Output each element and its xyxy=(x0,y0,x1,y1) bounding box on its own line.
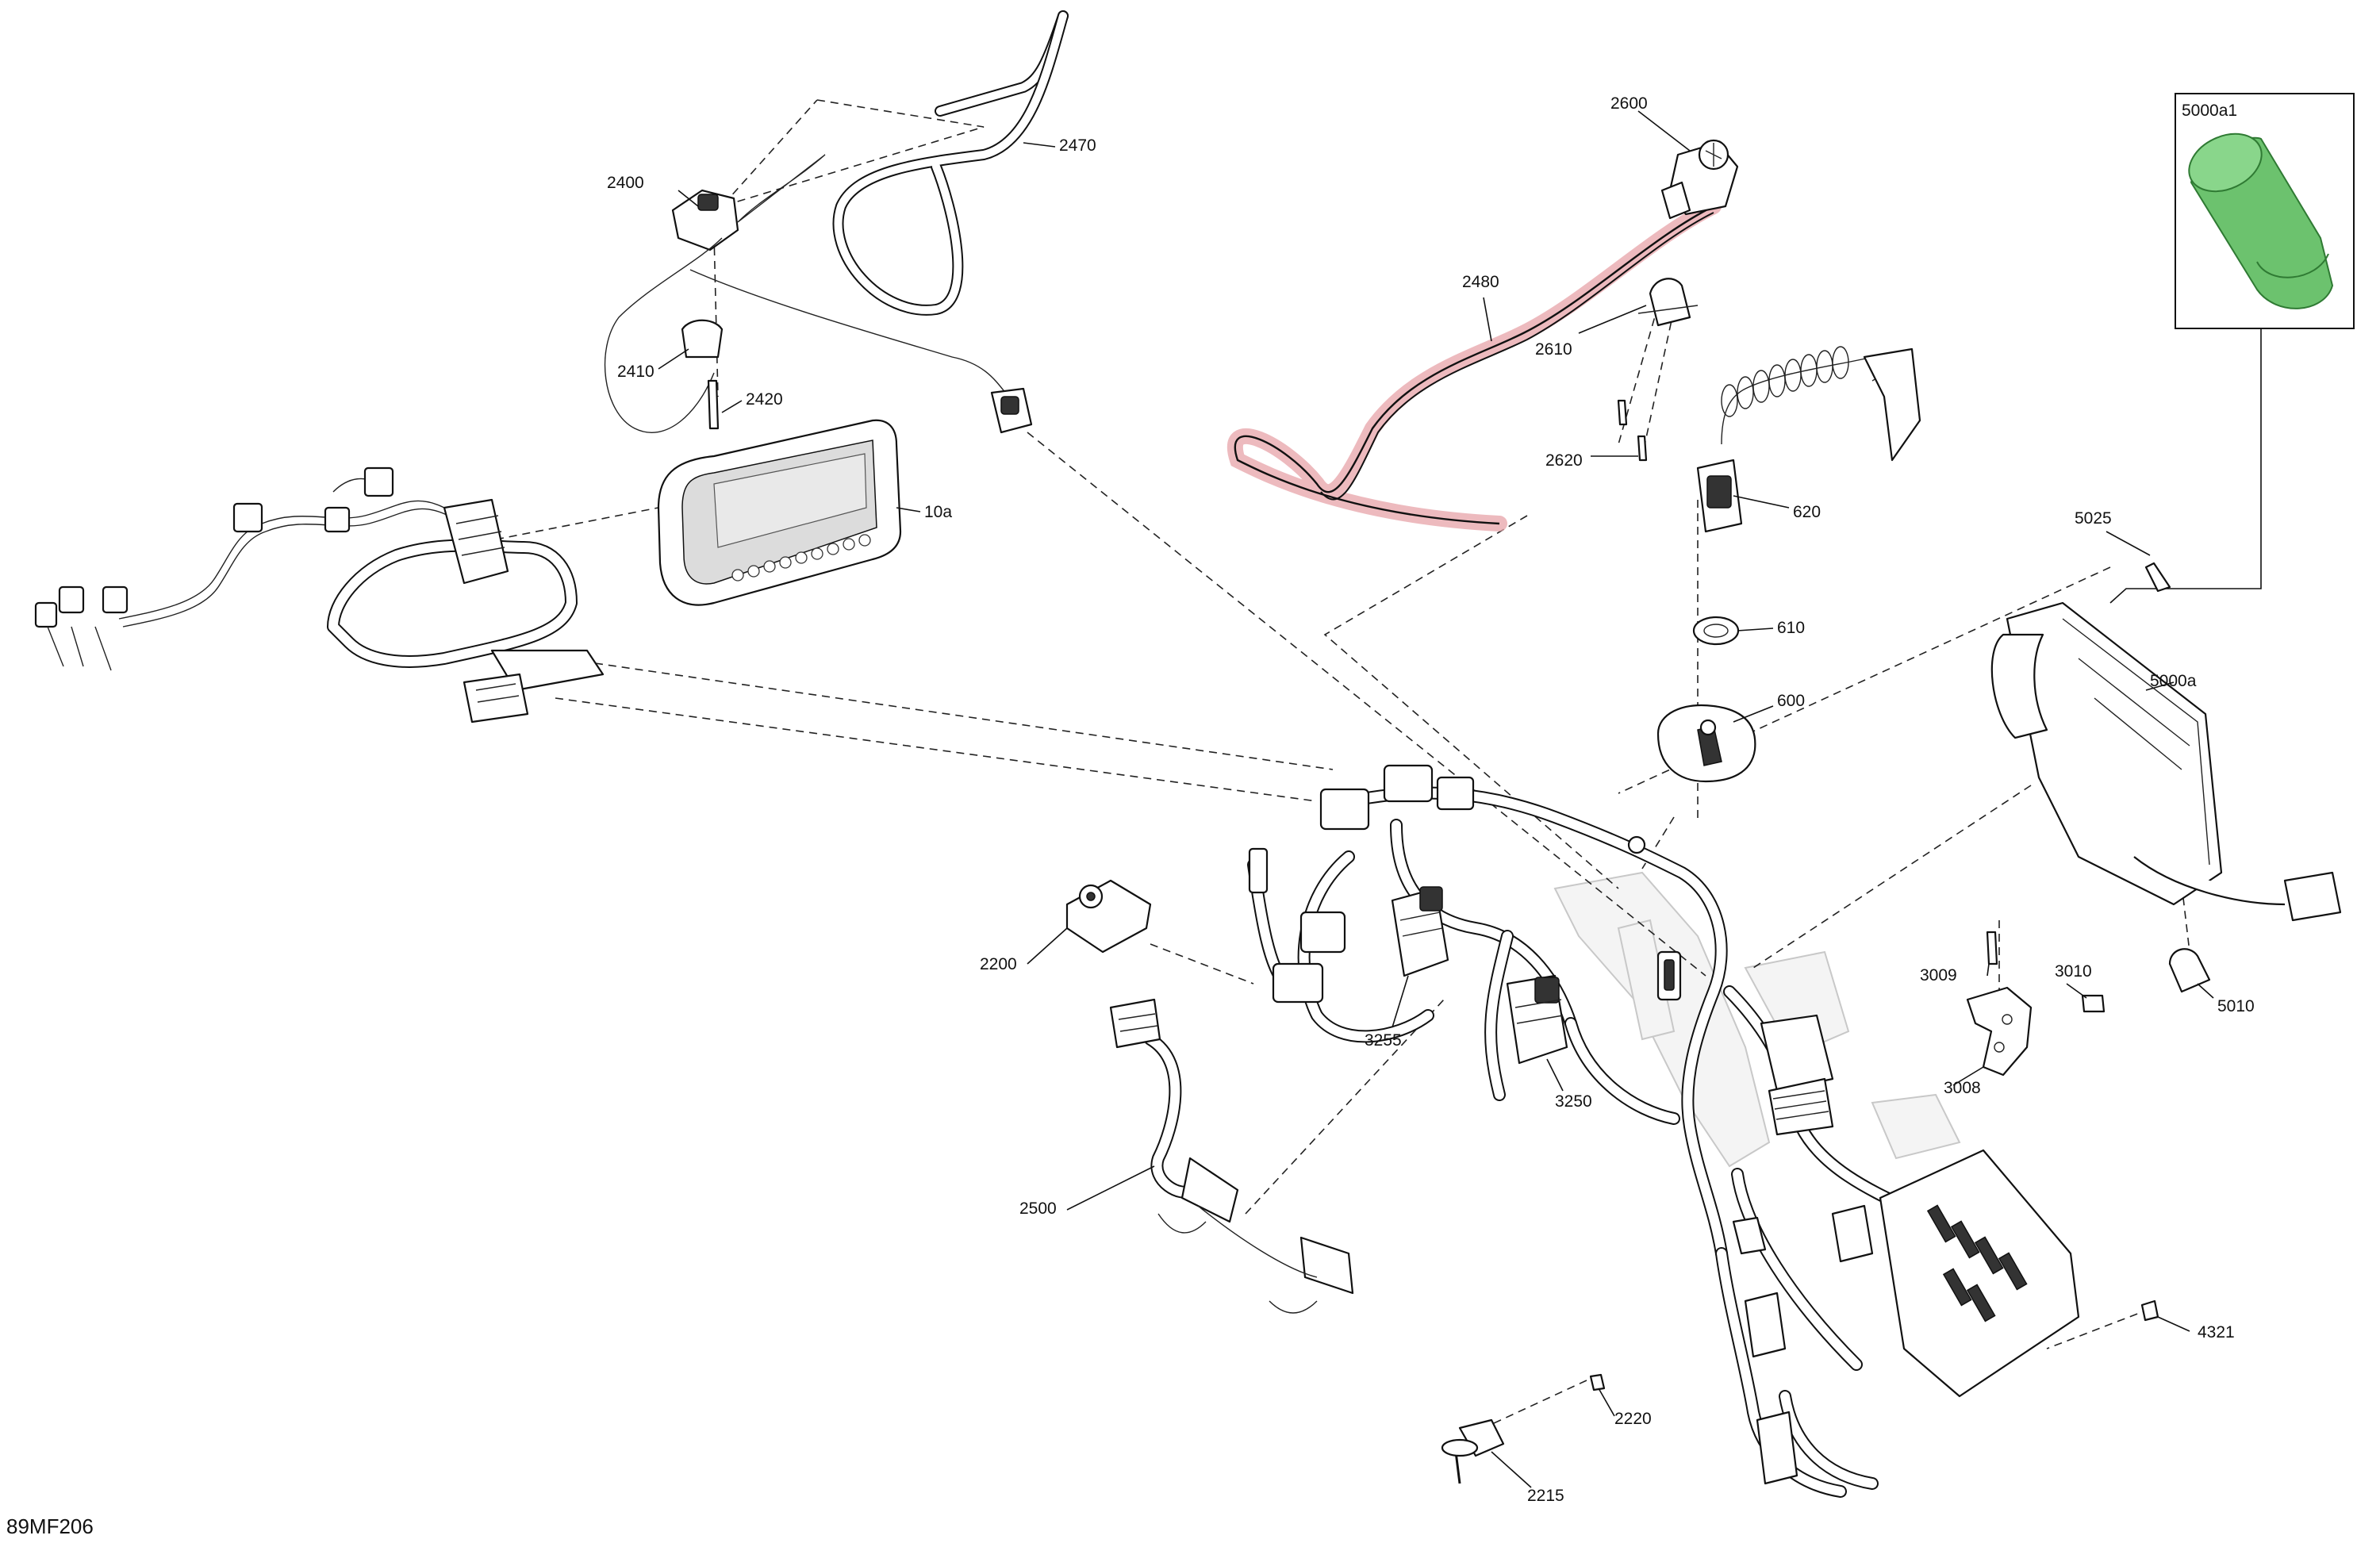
label-2620: 2620 xyxy=(1545,451,1583,470)
wire-2480-highlighted xyxy=(1227,198,1722,532)
label-2220: 2220 xyxy=(1614,1410,1652,1428)
ecm-5000a xyxy=(1990,562,2342,993)
part-labels: 2400 2470 2410 2420 10a 2600 2480 2610 2… xyxy=(6,94,2255,1538)
green-cylinder-5000a1 xyxy=(2188,132,2334,309)
heated-grip-parts xyxy=(604,10,1069,434)
reference-code: 89MF206 xyxy=(6,1514,94,1538)
label-3010: 3010 xyxy=(2055,962,2092,981)
label-2215: 2215 xyxy=(1527,1487,1564,1505)
label-3250: 3250 xyxy=(1555,1092,1592,1111)
ignition-parts xyxy=(1656,346,1921,783)
callout-5000a1 xyxy=(2109,93,2355,604)
label-10a: 10a xyxy=(924,503,952,521)
label-4321: 4321 xyxy=(2198,1323,2235,1341)
label-5010: 5010 xyxy=(2217,997,2255,1015)
label-620: 620 xyxy=(1793,503,1821,521)
main-harness xyxy=(1247,764,1926,1498)
tether-switch-parts xyxy=(1617,139,1739,462)
label-2500: 2500 xyxy=(1019,1199,1057,1218)
label-2470: 2470 xyxy=(1059,136,1096,155)
label-600: 600 xyxy=(1777,692,1805,710)
fuse-box-4321 xyxy=(1879,1149,2159,1398)
label-2610: 2610 xyxy=(1535,340,1572,359)
bracket-3008 xyxy=(1966,931,2106,1077)
label-2420: 2420 xyxy=(746,390,783,409)
label-2480: 2480 xyxy=(1462,273,1499,291)
label-2600: 2600 xyxy=(1610,94,1648,113)
label-5000a: 5000a xyxy=(2150,672,2197,690)
sensor-2215 xyxy=(1441,1373,1606,1484)
label-3255: 3255 xyxy=(1365,1031,1402,1050)
label-5025: 5025 xyxy=(2075,509,2112,528)
ghost-frame xyxy=(1553,871,1961,1168)
dash-harness xyxy=(34,466,605,724)
sub-harness-2500 xyxy=(1109,998,1354,1314)
label-3008: 3008 xyxy=(1944,1079,1981,1097)
instrument-cluster-10a xyxy=(657,419,902,606)
leader-lines xyxy=(658,110,2214,1488)
label-5000a1: 5000a1 xyxy=(2182,102,2237,120)
sensor-2200 xyxy=(1065,879,1152,954)
label-610: 610 xyxy=(1777,619,1805,637)
label-3009: 3009 xyxy=(1920,966,1957,985)
label-2200: 2200 xyxy=(980,955,1017,973)
label-2400: 2400 xyxy=(607,174,644,192)
label-2410: 2410 xyxy=(617,363,654,381)
